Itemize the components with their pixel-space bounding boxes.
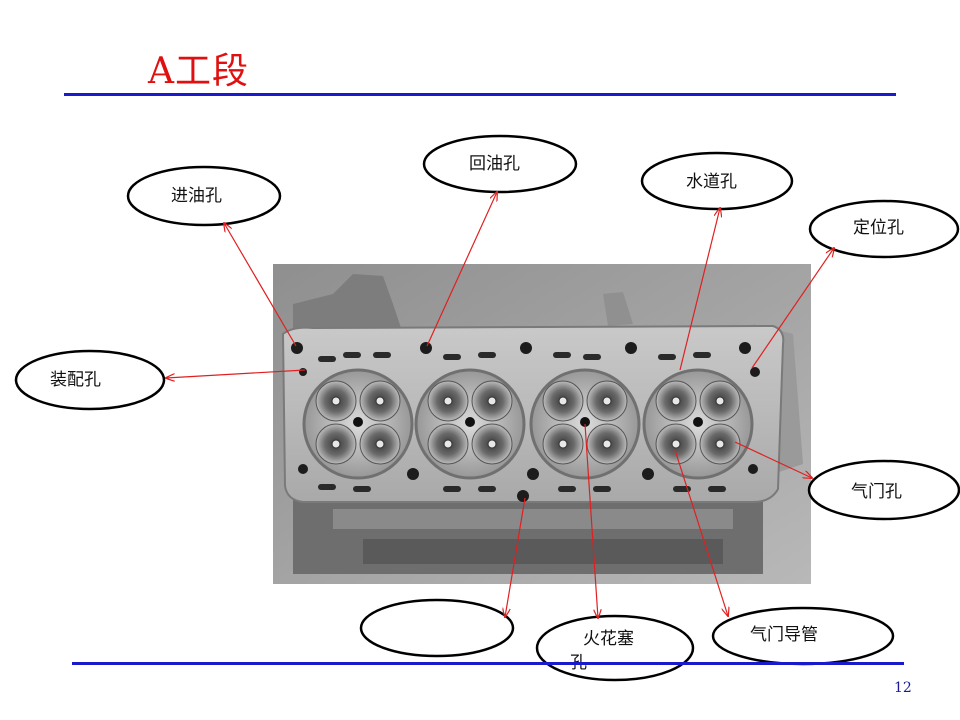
callout-ellipse-return-oil bbox=[422, 134, 578, 194]
arrow-blank bbox=[505, 497, 526, 617]
label-valve-hole: 气门孔 bbox=[851, 482, 902, 502]
arrow-assembly bbox=[166, 369, 306, 378]
label-valve-guide: 气门导管 bbox=[750, 625, 818, 645]
callout-ellipse-blank bbox=[359, 598, 515, 658]
callout-ellipse-inlet-oil bbox=[126, 165, 282, 227]
arrow-valve bbox=[734, 441, 812, 478]
label-return-oil-hole: 回油孔 bbox=[469, 154, 520, 174]
cylinder-head-photo bbox=[273, 264, 811, 584]
label-assembly-hole: 装配孔 bbox=[50, 370, 101, 390]
arrow-return-oil bbox=[426, 192, 497, 347]
label-water-channel-hole: 水道孔 bbox=[686, 172, 737, 192]
arrow-locating bbox=[751, 248, 834, 369]
arrow-valve-guide bbox=[674, 449, 728, 616]
top-divider bbox=[64, 93, 896, 96]
label-inlet-oil-hole: 进油孔 bbox=[171, 186, 222, 206]
slide-title: A工段 bbox=[148, 51, 249, 92]
callout-ellipse-locating bbox=[808, 199, 960, 259]
label-spark-plug-hole-line1: 火花塞 bbox=[583, 629, 634, 649]
arrow-inlet-oil bbox=[224, 223, 297, 347]
arrow-water-channel bbox=[679, 208, 720, 371]
callout-ellipse-valve bbox=[807, 459, 960, 521]
label-locating-hole: 定位孔 bbox=[853, 218, 904, 238]
bottom-divider bbox=[72, 662, 904, 665]
page-number: 12 bbox=[894, 680, 912, 696]
callout-ellipse-assembly bbox=[14, 349, 166, 411]
arrow-spark-plug bbox=[584, 423, 598, 618]
